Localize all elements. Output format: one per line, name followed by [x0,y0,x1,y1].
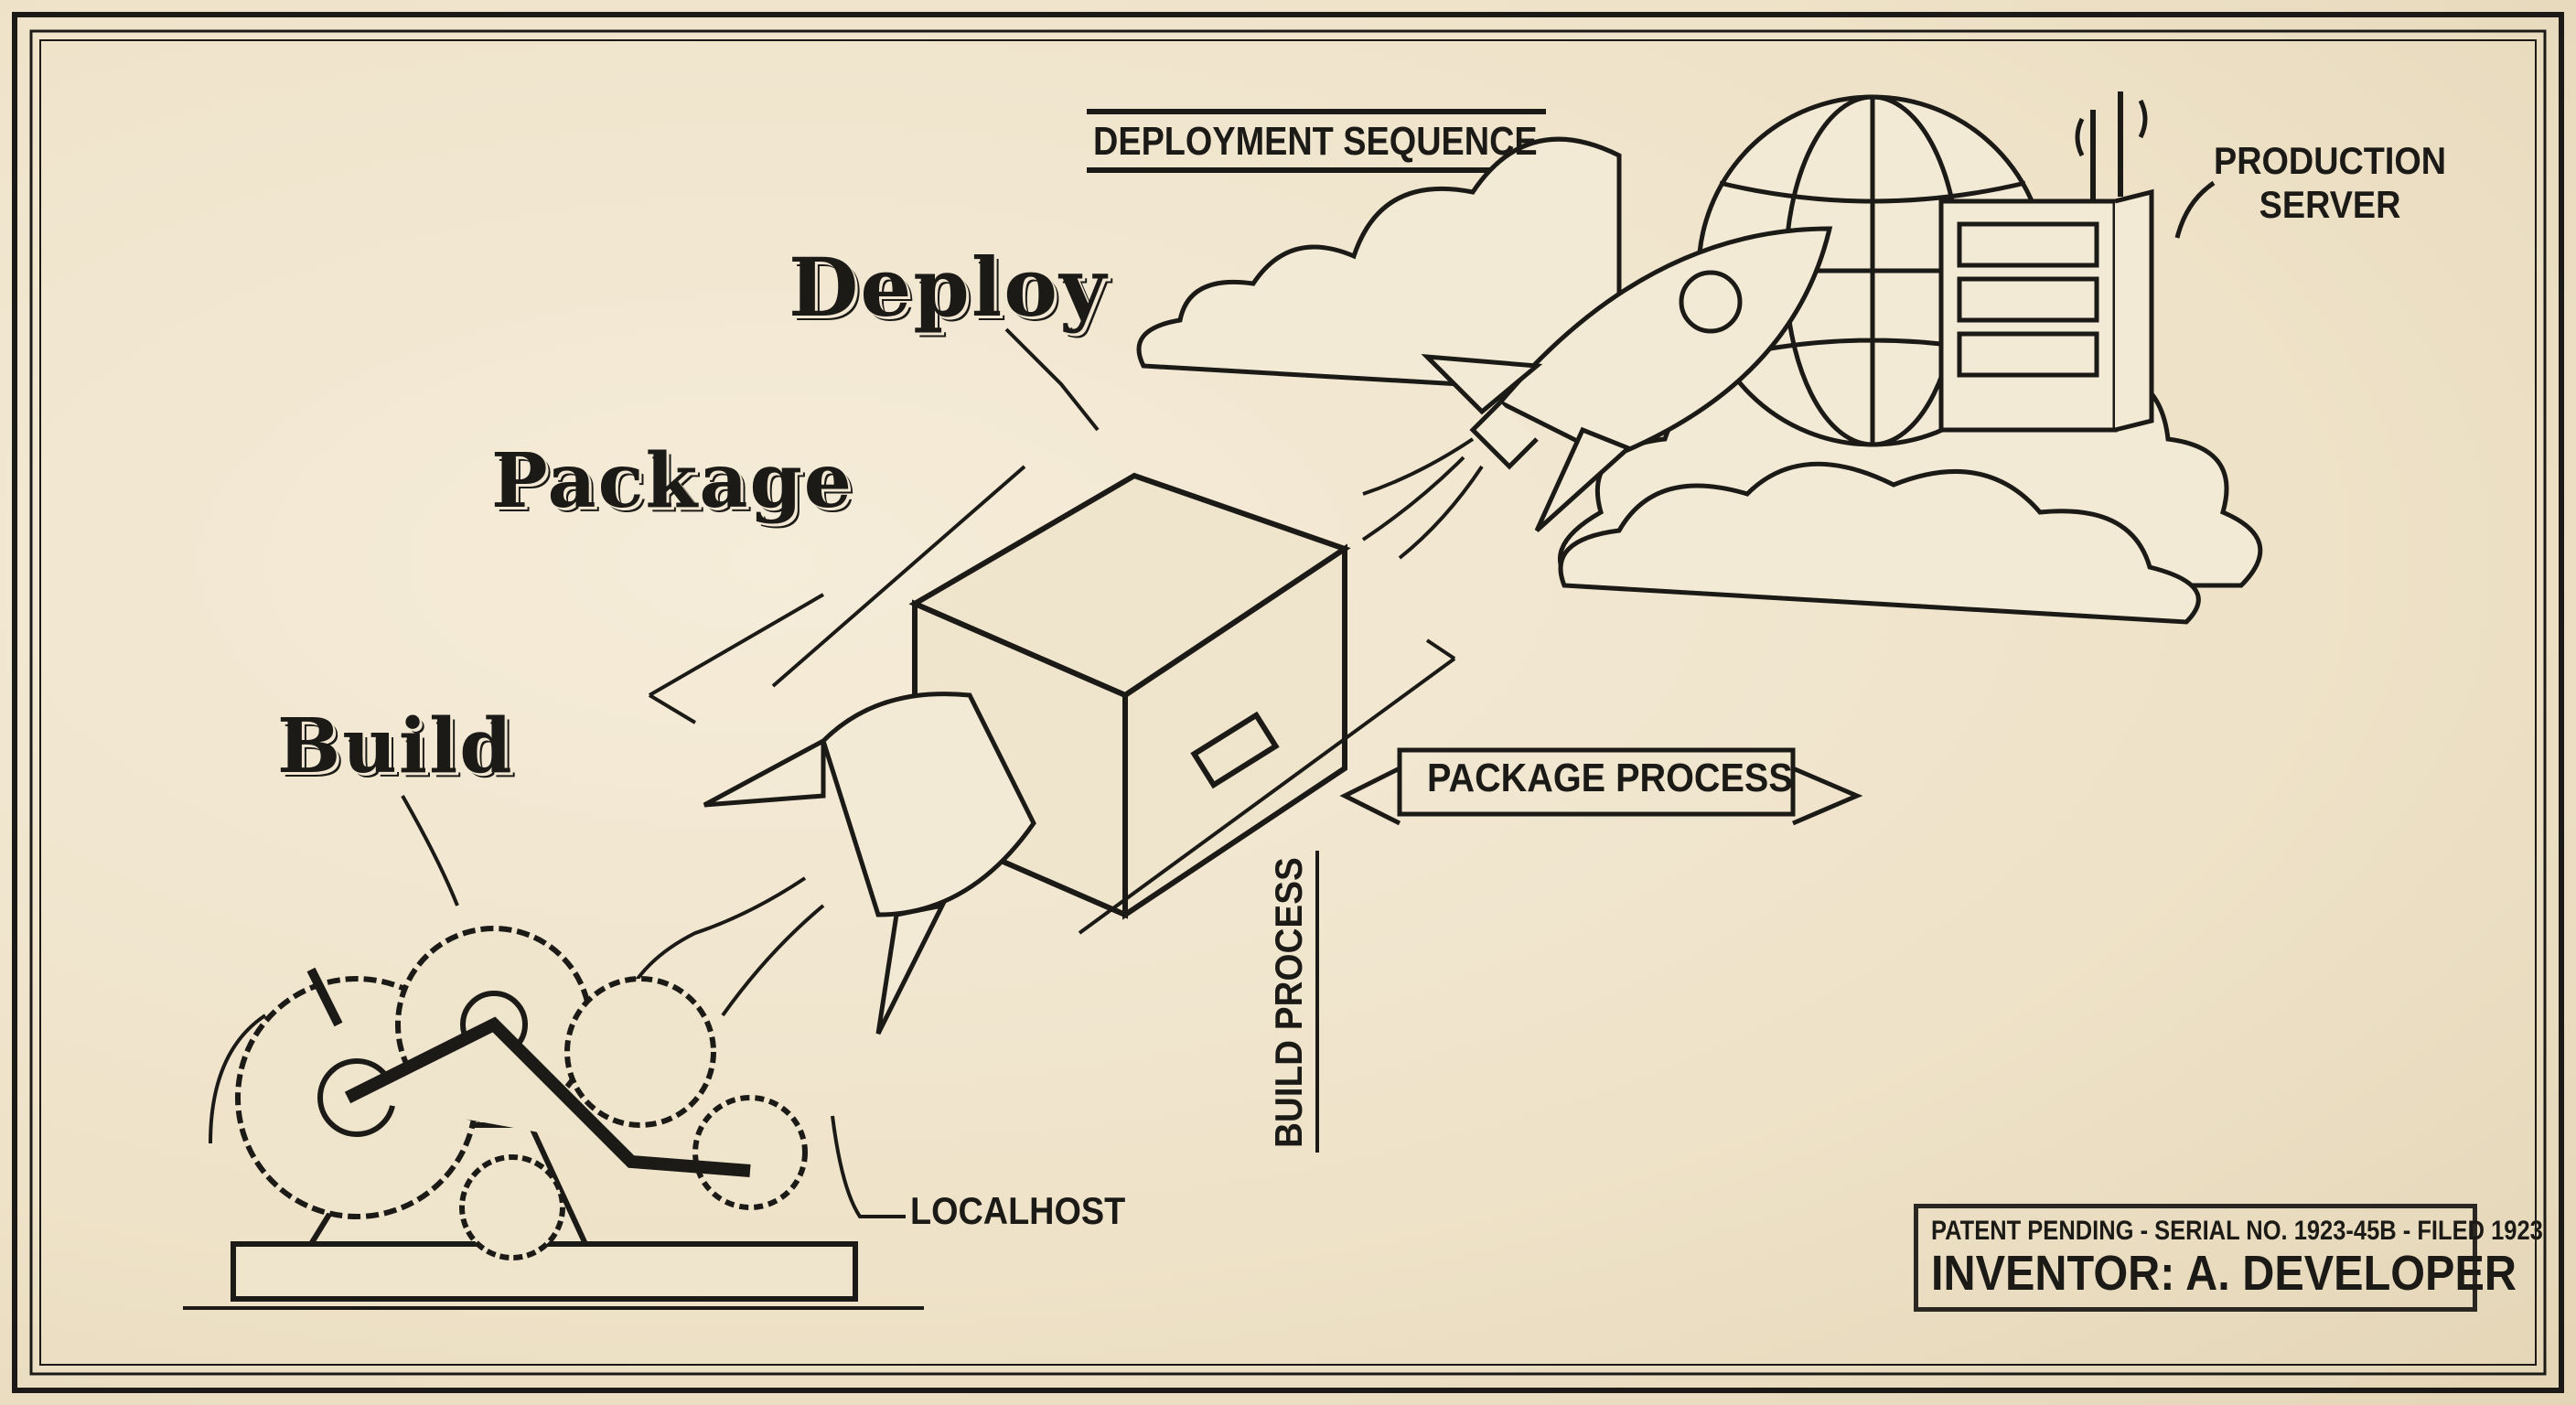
deploy-leader [1004,327,1100,432]
package-process-banner [1339,747,1863,826]
package-title: Package [491,437,853,525]
build-leader [401,795,459,906]
rocket-exhaust [1361,437,1484,560]
rotation-arrow [209,1014,267,1144]
cloud-front [1558,461,2201,625]
rocket [1421,226,1833,532]
engine-rocket [703,692,1036,1035]
localhost-leader [831,1115,906,1218]
production-server-line2: SERVER [2259,183,2401,226]
process-bracket [1078,638,1456,935]
production-server-label: PRODUCTION SERVER [2214,139,2446,227]
localhost-label: LOCALHOST [910,1189,1126,1232]
production-server-arrow [2174,180,2216,239]
patent-serial-text: PATENT PENDING - SERIAL NO. 1923-45B - F… [1931,1216,2543,1246]
deploy-title: Deploy [789,240,1109,335]
server-rack [1938,91,2154,433]
patent-stamp: PATENT PENDING - SERIAL NO. 1923-45B - F… [1914,1204,2543,1312]
build-process-label: BUILD PROCESS [1267,857,1310,1148]
production-server-line1: PRODUCTION [2214,139,2447,182]
inner-border-2 [39,39,2537,1366]
deployment-sequence-label: DEPLOYMENT SEQUENCE [1093,119,1538,164]
gear-machine [231,926,858,1302]
inner-border [29,29,2547,1376]
package-bracket [648,465,1026,724]
outer-border [12,12,2564,1393]
package-process-label: PACKAGE PROCESS [1427,756,1793,800]
build-title: Build [277,702,514,790]
inventor-text: INVENTOR: A. DEVELOPER [1931,1246,2517,1301]
